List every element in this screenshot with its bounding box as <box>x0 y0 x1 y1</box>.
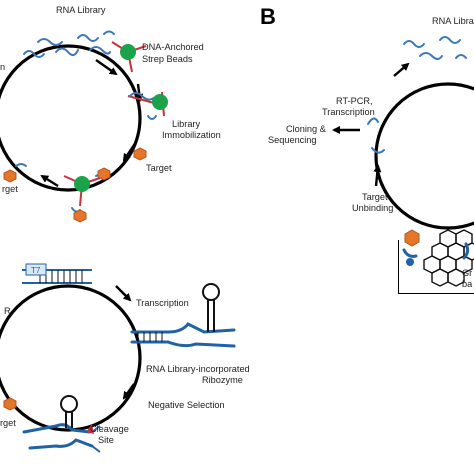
transcription-label-c: Transcription <box>136 298 189 308</box>
dna-template-c: T7 <box>22 263 92 284</box>
library-immob-label-line2: Immobilization <box>162 130 221 140</box>
target-hexagon-b <box>404 229 420 247</box>
panel-a-cycle-circle <box>0 44 142 192</box>
panel-c-cycle-circle <box>0 284 142 432</box>
panel-b: B RNA Librar RT-PCR, Transcription Cloni… <box>260 4 474 294</box>
ribozyme-structure <box>130 283 236 348</box>
adsorbed-rna-b <box>462 242 470 260</box>
target-label-a: Target <box>146 163 172 173</box>
library-immob-label-line1: Library <box>172 119 200 129</box>
rtpcr-label-line1: RT-PCR, <box>336 96 373 106</box>
rna-library-label-a: RNA Library <box>56 5 106 15</box>
arrow-a-right <box>135 83 144 102</box>
target-hexagon-a-left <box>3 169 17 183</box>
panel-b-partial-right-2: ba <box>462 279 473 289</box>
panel-c-partial-r: R <box>4 306 11 316</box>
arrow-a-bottom-left <box>40 174 59 188</box>
panel-a-partial-left-top: n <box>0 62 5 72</box>
arrow-a-top <box>95 59 118 76</box>
panel-b-partial-right-1: Gr <box>462 268 472 278</box>
arrow-b-left <box>373 164 382 187</box>
panel-a: RNA Library n DNA-Anchored Strep Beads L… <box>0 5 221 223</box>
cleavage-label-line2: Site <box>98 435 114 445</box>
panel-b-letter: B <box>260 4 276 29</box>
target-hexagon-c <box>3 397 17 411</box>
dna-anchored-bead <box>111 41 147 73</box>
panel-c: T7 R Transcription RNA Library-incorpora… <box>0 263 250 453</box>
ribozyme-label-line1: RNA Library-incorporated <box>146 364 250 374</box>
released-rna-b <box>367 117 385 154</box>
cloning-label-line1: Cloning & <box>286 124 326 134</box>
cleavage-site-marker <box>86 424 94 434</box>
arrow-c-negative <box>122 383 135 400</box>
arrow-a-bottom-right <box>122 141 137 162</box>
dna-anchored-label-line2: Strep Beads <box>142 54 193 64</box>
panel-b-border-bottom <box>398 293 474 294</box>
t7-promoter-label: T7 <box>31 266 41 275</box>
negative-selection-label: Negative Selection <box>148 400 225 410</box>
panel-b-cycle-circle <box>374 82 474 230</box>
immobilized-library <box>127 91 168 120</box>
dna-anchored-label-line1: DNA-Anchored <box>142 42 204 52</box>
target-bound-bead <box>63 167 111 223</box>
target-hexagon-a <box>133 147 147 161</box>
rtpcr-label-line2: Transcription <box>322 107 375 117</box>
arrow-c-transcription <box>115 285 132 302</box>
cleavage-label-line1: Cleavage <box>90 424 129 434</box>
rna-library-strands-a <box>23 30 115 58</box>
rna-library-strands-b <box>403 36 467 60</box>
panel-b-border <box>398 240 399 294</box>
arrow-b-top <box>393 62 410 77</box>
cloning-label-line2: Sequencing <box>268 135 317 145</box>
target-unbinding-line1: Target <box>362 192 388 202</box>
panel-a-partial-left-bottom: rget <box>2 184 18 194</box>
ribozyme-label-line2: Ribozyme <box>202 375 243 385</box>
rna-library-label-b: RNA Librar <box>432 16 474 26</box>
adsorbed-dot <box>406 258 414 266</box>
panel-c-partial-rget: rget <box>0 418 16 428</box>
t7-promoter-box <box>25 263 47 276</box>
target-unbinding-line2: Unbinding <box>352 203 393 213</box>
cleavage-structure <box>22 395 101 453</box>
